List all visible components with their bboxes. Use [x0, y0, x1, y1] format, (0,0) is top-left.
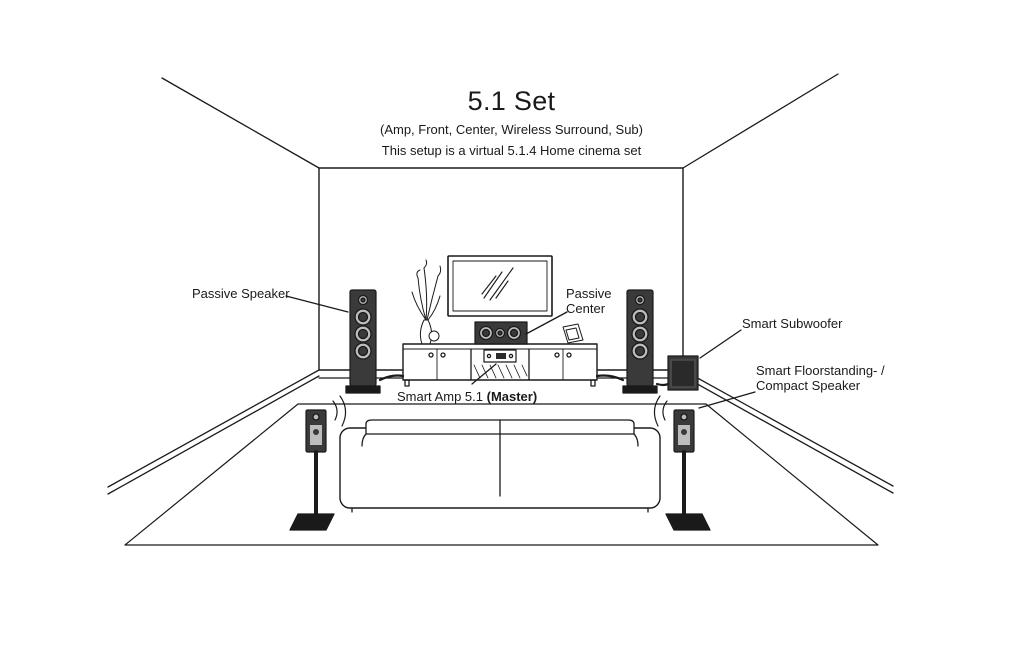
center-speaker: [474, 321, 528, 345]
picture-frame: [562, 323, 584, 344]
subwoofer: [667, 355, 699, 391]
label-passive-center-line1: Passive: [566, 286, 612, 301]
leader-lines: [285, 295, 756, 409]
front-left-speaker: [345, 289, 381, 394]
label-smart-amp-master: (Master): [486, 389, 538, 404]
sofa: [339, 419, 661, 513]
label-smart-subwoofer: Smart Subwoofer: [742, 316, 843, 331]
room-walls: [107, 73, 894, 495]
label-smart-amp: Smart Amp 5.1 (Master): [397, 389, 537, 404]
rug: [124, 403, 879, 546]
label-passive-speaker: Passive Speaker: [192, 286, 290, 301]
setup-note: This setup is a virtual 5.1.4 Home cinem…: [381, 143, 642, 158]
surround-left-speaker: [289, 395, 347, 531]
label-passive-center: Passive Center: [566, 286, 612, 316]
label-smart-floorstanding-line1: Smart Floorstanding- /: [756, 363, 885, 378]
speaker-cables: [378, 374, 670, 387]
label-smart-floorstanding-line2: Compact Speaker: [756, 378, 861, 393]
smart-amp: [483, 349, 517, 363]
page-title: 5.1 Set: [467, 86, 556, 116]
front-right-speaker: [622, 289, 658, 394]
tv: [447, 255, 553, 317]
label-passive-center-line2: Center: [566, 301, 606, 316]
plant-vase: [411, 259, 442, 345]
surround-right-speaker: [653, 395, 711, 531]
subtitle: (Amp, Front, Center, Wireless Surround, …: [380, 122, 643, 137]
label-smart-floorstanding: Smart Floorstanding- / Compact Speaker: [756, 363, 885, 393]
label-smart-amp-text: Smart Amp 5.1: [397, 389, 483, 404]
